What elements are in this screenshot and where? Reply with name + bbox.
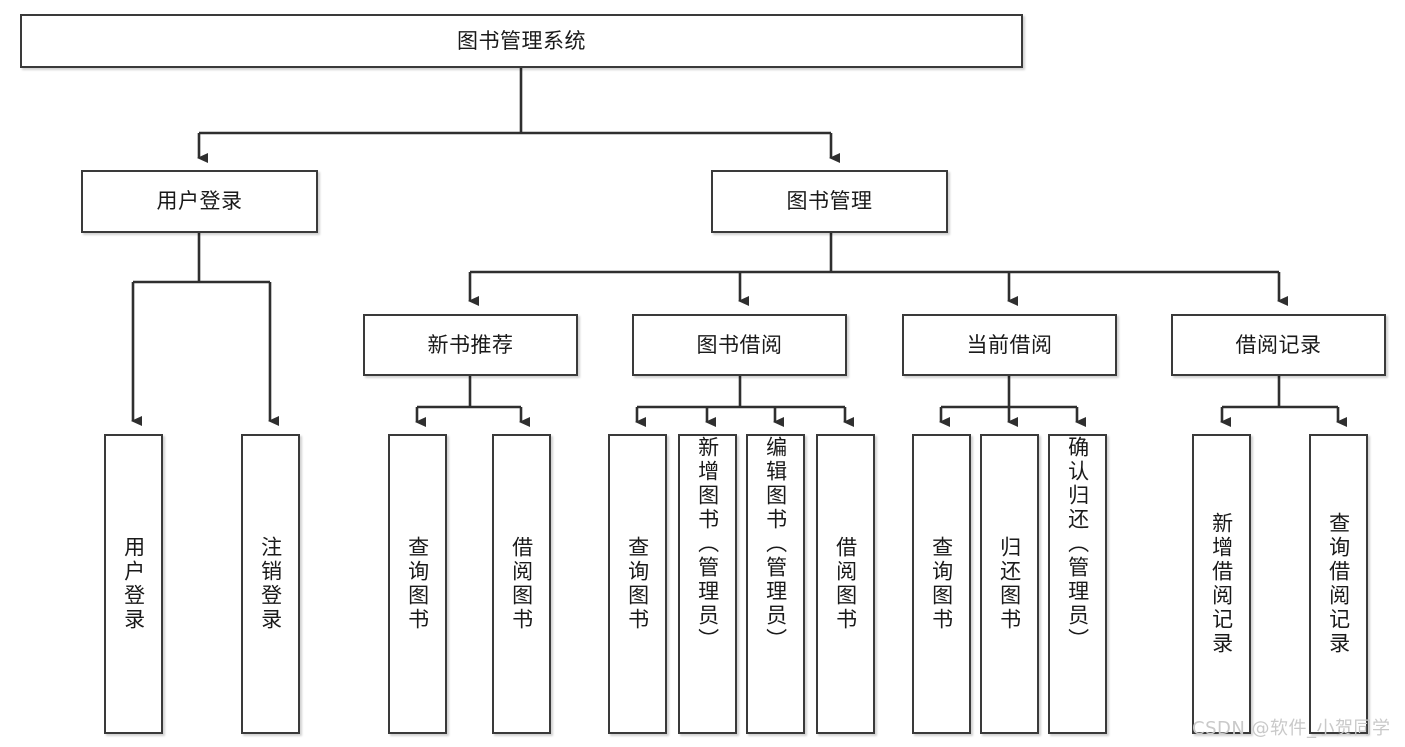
node-book-borrow[interactable]: 图书借阅 xyxy=(632,314,847,376)
leaf-query-book-borrow[interactable]: 查询图书 xyxy=(608,434,667,734)
node-borrow-record[interactable]: 借阅记录 xyxy=(1171,314,1386,376)
leaf-user-login[interactable]: 用户登录 xyxy=(104,434,163,734)
node-label: 新增图书（管理员） xyxy=(695,436,720,652)
node-user-login[interactable]: 用户登录 xyxy=(81,170,318,233)
leaf-query-book-recommend[interactable]: 查询图书 xyxy=(388,434,447,734)
node-label: 借阅图书 xyxy=(509,536,534,632)
node-label: 图书管理系统 xyxy=(457,28,586,53)
node-label: 查询图书 xyxy=(405,536,430,632)
node-label: 查询图书 xyxy=(929,536,954,632)
node-label: 图书管理 xyxy=(786,189,873,214)
leaf-return-book[interactable]: 归还图书 xyxy=(980,434,1039,734)
node-new-book-recommend[interactable]: 新书推荐 xyxy=(363,314,578,376)
node-current-borrow[interactable]: 当前借阅 xyxy=(902,314,1117,376)
node-label: 借阅图书 xyxy=(833,536,858,632)
node-root-system[interactable]: 图书管理系统 xyxy=(20,14,1023,68)
node-label: 图书借阅 xyxy=(696,332,783,357)
node-label: 用户登录 xyxy=(156,189,243,214)
node-label: 新书推荐 xyxy=(427,332,514,357)
leaf-logout[interactable]: 注销登录 xyxy=(241,434,300,734)
leaf-query-borrow-record[interactable]: 查询借阅记录 xyxy=(1309,434,1368,734)
leaf-add-borrow-record[interactable]: 新增借阅记录 xyxy=(1192,434,1251,734)
csdn-watermark: CSDN @软件_小贺同学 xyxy=(1192,718,1391,739)
node-label: 借阅记录 xyxy=(1235,332,1322,357)
leaf-add-book-admin[interactable]: 新增图书（管理员） xyxy=(678,434,737,734)
node-label: 查询借阅记录 xyxy=(1326,512,1351,656)
leaf-borrow-book-recommend[interactable]: 借阅图书 xyxy=(492,434,551,734)
node-label: 归还图书 xyxy=(997,536,1022,632)
leaf-confirm-return-admin[interactable]: 确认归还（管理员） xyxy=(1048,434,1107,734)
node-label: 查询图书 xyxy=(625,536,650,632)
node-book-management[interactable]: 图书管理 xyxy=(711,170,948,233)
node-label: 新增借阅记录 xyxy=(1209,512,1234,656)
leaf-borrow-book[interactable]: 借阅图书 xyxy=(816,434,875,734)
node-label: 当前借阅 xyxy=(966,332,1053,357)
node-label: 编辑图书（管理员） xyxy=(763,436,788,652)
node-label: 用户登录 xyxy=(121,536,146,632)
node-label: 确认归还（管理员） xyxy=(1065,436,1090,652)
leaf-query-book-current[interactable]: 查询图书 xyxy=(912,434,971,734)
leaf-edit-book-admin[interactable]: 编辑图书（管理员） xyxy=(746,434,805,734)
node-label: 注销登录 xyxy=(258,536,283,632)
